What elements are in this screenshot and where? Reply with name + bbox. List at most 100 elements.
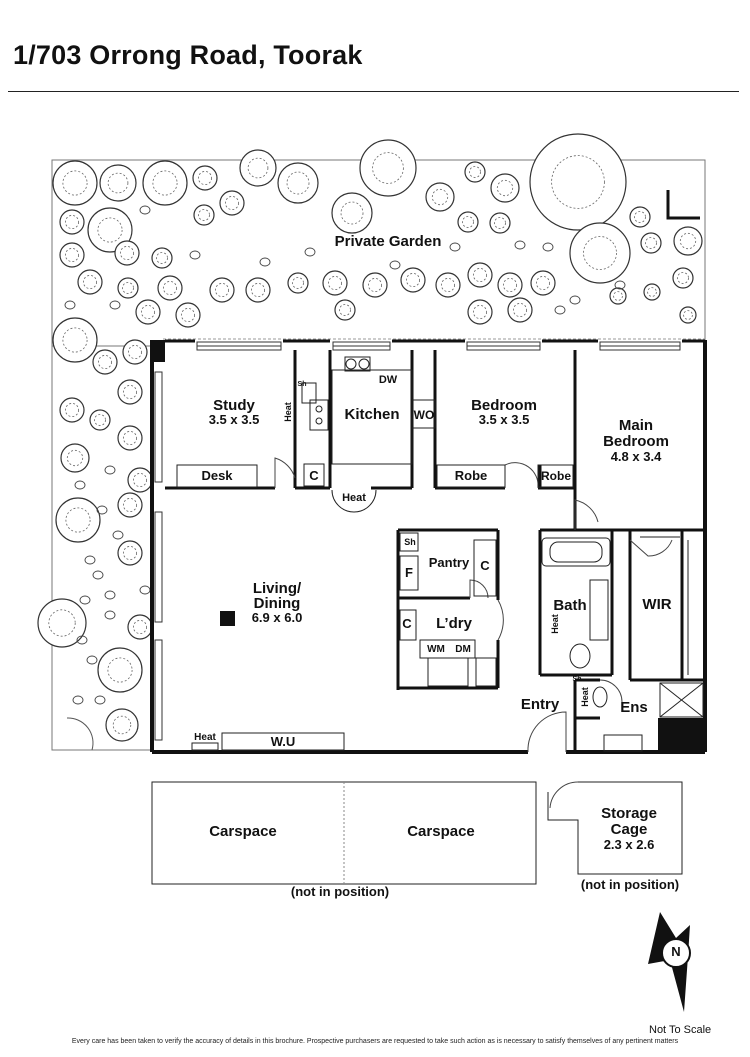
scale-note: Not To Scale [649,1024,712,1036]
storage-note: (not in position) [580,877,680,892]
tree-canopy-detail [613,291,623,301]
tree-icon [135,299,161,325]
tree-canopy-detail [112,715,132,735]
shrub-icon [514,240,526,250]
tree-canopy-detail [140,304,155,319]
robe2-label: Robe [541,469,571,483]
tree-icon [37,598,87,648]
garden-boundary-side [51,345,152,751]
wall-unit-label: W.U [270,734,296,749]
tree-canopy-detail [123,384,138,399]
tree-canopy-detail [107,657,133,683]
tree-canopy-detail [224,195,239,210]
tree-canopy-detail [65,214,80,229]
kitchen-heater-label: Heat [342,492,366,504]
tree-icon [127,467,153,493]
tree-canopy-detail [132,620,147,635]
tree-canopy-detail [250,282,265,297]
shrub-icon [104,590,116,600]
tree-icon [219,190,245,216]
tree-icon [672,267,694,289]
tree-icon [609,287,627,305]
tree-canopy-detail [683,310,693,320]
tree-canopy-detail [198,209,210,221]
tree-canopy-detail [152,170,178,196]
study-label: Study [213,397,255,414]
tree-canopy-detail [340,201,364,225]
tree-icon [117,492,143,518]
tree-canopy-detail [469,166,481,178]
shrub-icon [139,205,151,215]
tree-canopy-detail [286,171,310,195]
tree-canopy-detail [197,170,212,185]
tree-canopy-detail [62,327,88,353]
tree-icon [239,149,277,187]
tree-canopy-detail [83,274,98,289]
compass-icon [648,912,691,1012]
tree-icon [277,162,319,204]
tree-canopy-detail [62,170,88,196]
dishwasher-label: DW [378,374,398,386]
tree-icon [362,272,388,298]
tree-canopy-detail [132,472,147,487]
tree-icon [287,272,309,294]
tree-icon [117,277,139,299]
pantry-shelf-label: Sh [404,537,416,547]
shrub-icon [259,257,271,267]
fridge-label: F [405,565,413,580]
laundry-label: L’dry [436,615,472,632]
tree-icon [127,614,153,640]
tree-canopy-detail [583,236,617,270]
storage-dimensions: 2.3 x 2.6 [603,837,655,852]
shrub-icon [104,610,116,620]
tree-icon [175,302,201,328]
tree-icon [507,297,533,323]
garden-label: Private Garden [334,233,442,250]
tree-canopy-detail [462,216,474,228]
tree-icon [151,247,173,269]
tree-canopy-detail [431,188,449,206]
column [152,340,165,362]
tree-icon [497,272,523,298]
tree-icon [245,277,271,303]
tree-icon [629,206,651,228]
bath-shelf-label: Sh [572,676,582,683]
tree-icon [679,306,697,324]
tree-icon [400,267,426,293]
living-label-line1: Living/ [252,580,302,597]
kitchen-cupboard-label: C [309,468,319,483]
kitchen-label: Kitchen [344,406,400,423]
tree-icon [117,425,143,451]
tree-canopy-detail [97,217,123,243]
desk-label: Desk [201,468,233,483]
tree-canopy-detail [513,302,528,317]
shrub-icon [74,480,86,490]
tree-canopy-detail [372,152,404,184]
shrub-icon [104,465,116,475]
tree-icon [142,160,188,206]
compass-north-label: N [671,944,681,959]
tree-icon [529,133,627,231]
tree-icon [193,204,215,226]
carspace-1-label: Carspace [209,823,277,840]
tree-canopy-detail [214,282,229,297]
wir-label: WIR [642,596,672,613]
tree-icon [331,192,373,234]
washing-machine-label: WM [427,644,445,655]
tree-icon [89,409,111,431]
tree-canopy-detail [496,179,514,197]
shrub-icon [84,555,96,565]
tree-icon [425,182,455,212]
tree-canopy-detail [247,157,269,179]
garden-trees [37,133,703,742]
robe-label: Robe [454,468,488,483]
tree-icon [87,207,133,253]
shrub-icon [96,505,108,515]
tree-icon [490,173,520,203]
shrub-icon [72,695,84,705]
garden-gate [666,190,700,220]
tree-icon [530,270,556,296]
tree-canopy-detail [634,211,646,223]
tree-icon [122,339,148,365]
